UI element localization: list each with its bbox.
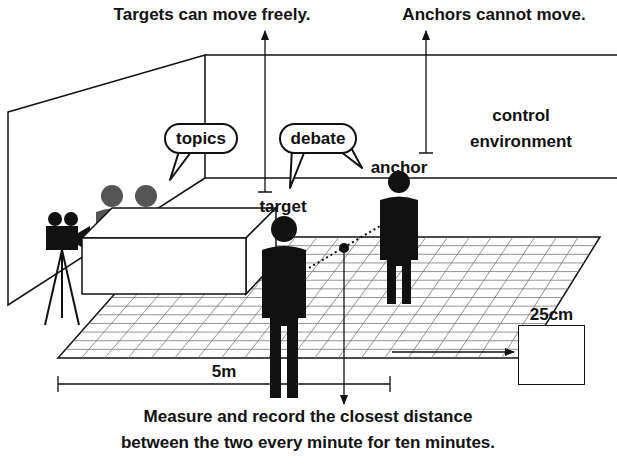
scale-label: 25cm bbox=[530, 306, 573, 323]
bubble-text: topics bbox=[176, 130, 226, 147]
scale-arrow bbox=[392, 351, 514, 352]
scale-square: 25cm bbox=[518, 325, 585, 385]
note-text: Anchors cannot move. bbox=[402, 2, 585, 28]
target-bar bbox=[258, 191, 272, 193]
speech-bubble: debate bbox=[279, 123, 358, 154]
target-leader bbox=[264, 31, 265, 192]
measure-leader bbox=[343, 253, 344, 404]
back-wall-top bbox=[205, 54, 617, 56]
instruction-text: Measure and record the closest distance … bbox=[68, 404, 548, 455]
role-label: anchor bbox=[371, 155, 428, 181]
measure-point bbox=[339, 243, 349, 253]
note-text: Targets can move freely. bbox=[114, 2, 311, 28]
desk bbox=[82, 208, 276, 294]
bubble-text: debate bbox=[291, 130, 346, 147]
role-label: target bbox=[259, 194, 306, 220]
speech-bubble: topics bbox=[164, 123, 238, 154]
anchor-leader bbox=[425, 31, 426, 153]
back-wall-bottom bbox=[205, 177, 617, 179]
environment-label: control environment bbox=[456, 103, 586, 154]
anchor-bar bbox=[419, 152, 433, 154]
dimension-label: 5m bbox=[212, 359, 237, 385]
anchor-person bbox=[380, 171, 418, 304]
target-person bbox=[262, 216, 306, 398]
